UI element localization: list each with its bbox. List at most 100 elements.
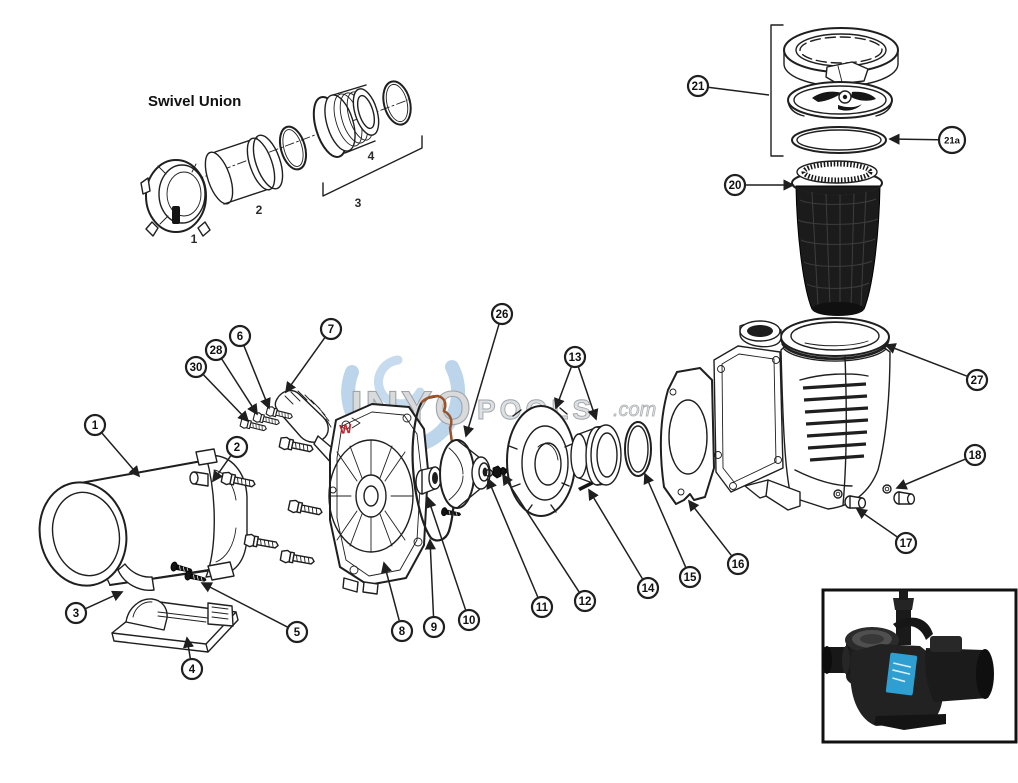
callout-leader	[424, 538, 437, 617]
seal-plate-holes	[329, 413, 423, 575]
callout-leader	[243, 345, 271, 410]
callout-number: 13	[569, 352, 582, 364]
shaft-seal	[415, 466, 442, 495]
callout-number: 30	[190, 362, 203, 374]
base-clamp-block	[207, 602, 234, 627]
callout-circle	[686, 74, 710, 98]
swivel-part-label-4: 4	[368, 149, 375, 163]
callout-circle	[319, 317, 343, 341]
callout-11: 11	[486, 477, 554, 619]
lid-bracket-21	[770, 24, 784, 157]
callout-number: 21a	[944, 135, 961, 146]
callout-number: 7	[328, 324, 334, 336]
swivel-collar-nut	[140, 159, 211, 237]
callout-17: 17	[855, 508, 918, 555]
callout-circle	[83, 413, 107, 437]
callout-number: 3	[73, 608, 79, 620]
callout-leader	[888, 133, 939, 145]
callout-circle	[285, 620, 309, 644]
swivel-sleeve	[204, 134, 284, 205]
callout-circle	[228, 324, 252, 348]
callout-circle	[563, 345, 587, 369]
callout-number: 6	[237, 331, 243, 343]
callout-number: 4	[189, 664, 196, 676]
housing-ribs	[802, 382, 869, 462]
swivel-part-label-1: 1	[191, 232, 198, 246]
swivel-oring-right	[382, 80, 412, 126]
callout-leader	[884, 343, 968, 377]
callout-leader	[285, 337, 326, 394]
callout-number: 20	[729, 180, 742, 192]
callout-circle	[726, 552, 750, 576]
callout-20: 20	[723, 173, 795, 197]
callout-leader	[85, 590, 124, 610]
swivel-union-group: Swivel Union	[140, 80, 423, 237]
base-arch	[125, 598, 168, 631]
seal-plate: W	[328, 403, 429, 595]
callout-leader	[708, 86, 770, 96]
swivel-part-labels: 1 2 3 4	[191, 149, 375, 246]
diffuser-cone	[570, 424, 622, 486]
housing-pot-rim	[780, 317, 890, 362]
lid-oring	[791, 126, 887, 154]
callout-number: 14	[642, 583, 655, 595]
diffuser	[506, 405, 622, 517]
swivel-part-label-2: 2	[256, 203, 263, 217]
housing-foot	[765, 479, 801, 511]
photo-pump	[822, 590, 994, 730]
housing-inlet-port	[739, 320, 782, 348]
callout-circle	[894, 531, 918, 555]
callout-leader	[182, 636, 195, 659]
lock-ring	[783, 27, 899, 87]
callout-circle	[184, 355, 208, 379]
motor-curved-piece	[117, 563, 155, 591]
drain-plug-18	[882, 484, 916, 505]
motor	[38, 448, 248, 591]
callout-number: 17	[900, 538, 913, 550]
callout-circle	[422, 615, 446, 639]
callout-leader	[200, 582, 288, 628]
callout-circle	[490, 302, 514, 326]
callout-leader	[486, 477, 539, 598]
callout-circle	[457, 608, 481, 632]
callout-5: 5	[200, 582, 309, 644]
callout-number: 10	[463, 615, 476, 627]
callout-number: 5	[294, 627, 301, 639]
swivel-union-title: Swivel Union	[148, 93, 241, 110]
callout-2: 2	[212, 435, 249, 483]
callout-number: 18	[969, 450, 982, 462]
callout-circle	[965, 368, 989, 392]
impeller	[439, 439, 491, 509]
callout-8: 8	[381, 561, 414, 643]
callout-circle	[225, 435, 249, 459]
callout-1: 1	[83, 413, 141, 478]
callout-15: 15	[643, 472, 702, 589]
callout-number: 16	[732, 559, 745, 571]
pump-housing	[713, 317, 916, 511]
callout-leader	[687, 499, 732, 556]
callout-circle	[573, 589, 597, 613]
callout-16: 16	[687, 499, 750, 576]
callout-leader	[554, 367, 572, 410]
callout-circle	[180, 657, 204, 681]
callout-leader	[221, 358, 258, 416]
watermark-text-com: .com	[613, 399, 656, 421]
impeller-hardware	[484, 464, 594, 491]
callout-leader	[203, 374, 250, 423]
swivel-bracket-3	[322, 135, 423, 197]
callout-circle	[64, 601, 88, 625]
callout-circle	[530, 595, 554, 619]
swivel-part-label-3: 3	[355, 196, 362, 210]
swivel-oring-left	[278, 125, 308, 171]
callout-number: 11	[536, 602, 549, 614]
swivel-union-fitting	[312, 84, 380, 158]
callout-26: 26	[463, 302, 514, 438]
callout-leader	[895, 458, 966, 490]
callout-leader	[101, 432, 141, 478]
callout-leader	[212, 455, 232, 483]
callout-number: 9	[431, 622, 437, 634]
callout-leader	[577, 367, 599, 421]
strainer-lid	[787, 81, 893, 119]
diffuser-oring	[624, 421, 652, 477]
